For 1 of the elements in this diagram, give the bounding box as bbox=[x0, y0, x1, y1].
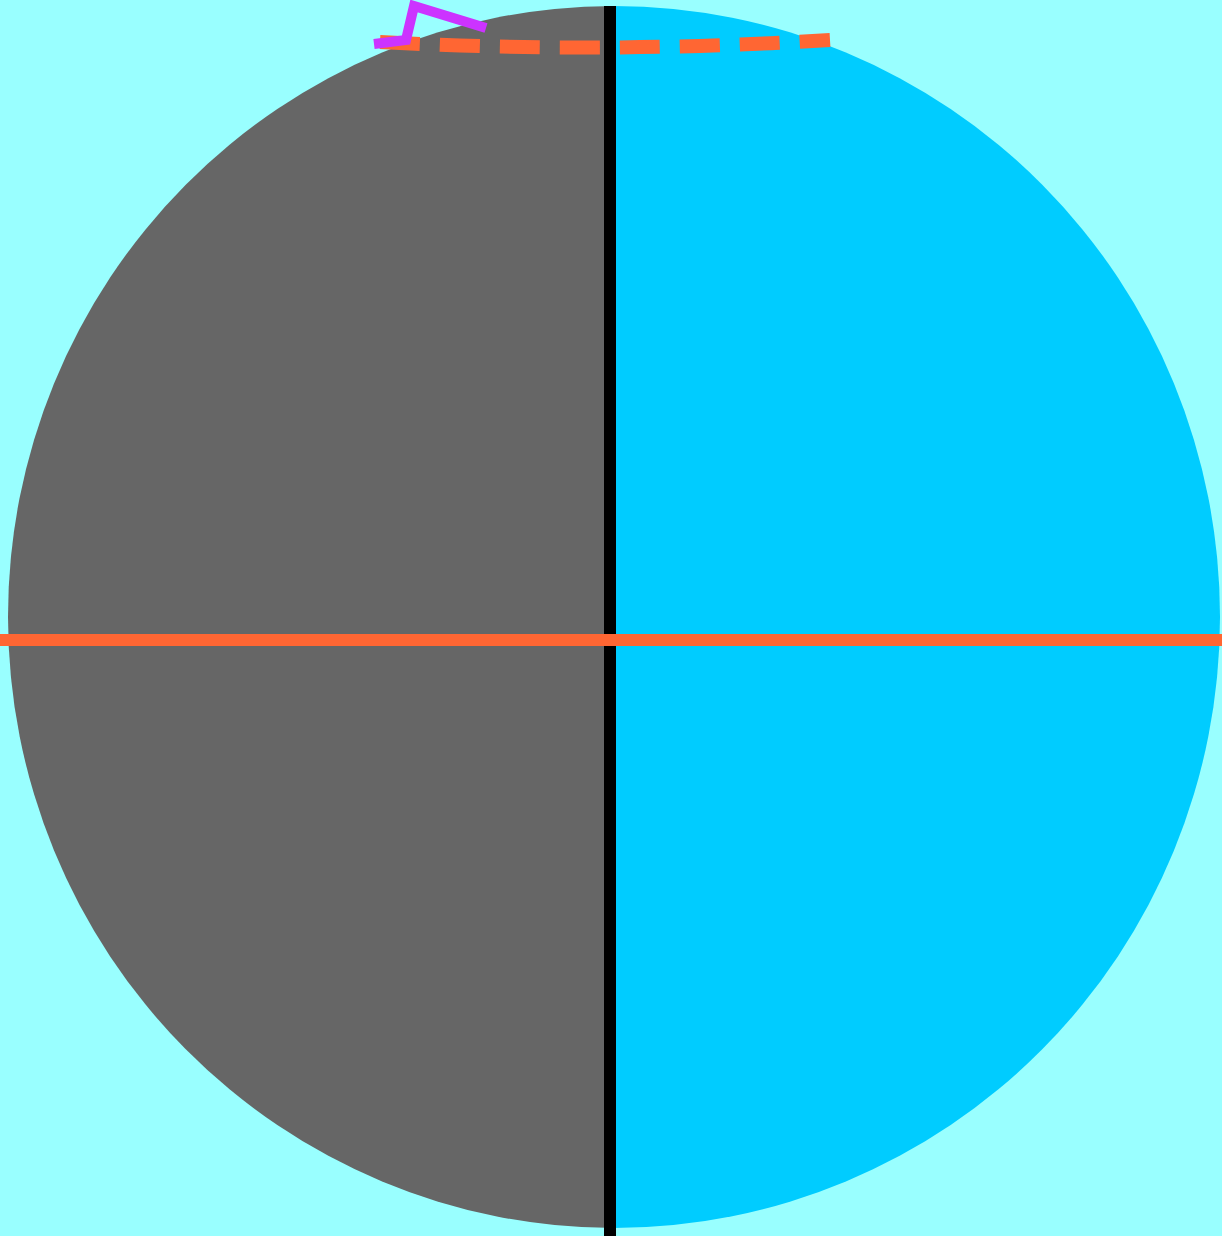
circle-drawing bbox=[8, 6, 1220, 1228]
